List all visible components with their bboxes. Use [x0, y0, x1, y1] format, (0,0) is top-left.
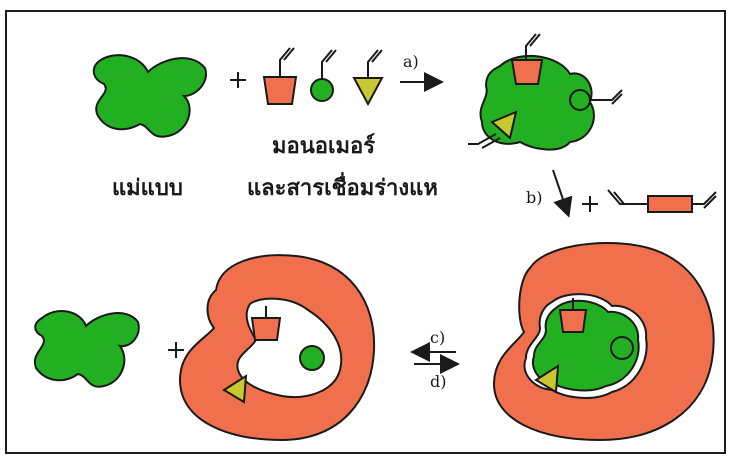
- step-b-label: b): [526, 188, 542, 207]
- plus-sign-linker: [582, 196, 598, 212]
- step-c-label: c): [430, 328, 445, 347]
- polymer-template-complex: [494, 243, 714, 440]
- arrow-b: [553, 170, 568, 214]
- imprinted-polymer: [180, 255, 374, 440]
- circle-monomer: [311, 50, 336, 101]
- template-monomer-complex: [468, 34, 622, 150]
- step-a-label: a): [403, 52, 419, 71]
- monomer-label: มอนอเมอร์: [272, 128, 375, 163]
- plus-sign-top: [230, 72, 246, 88]
- template-shape: [94, 55, 206, 137]
- square-monomer: [264, 48, 296, 104]
- template-label: แม่แบบ: [112, 170, 183, 205]
- triangle-monomer: [354, 50, 382, 104]
- crosslinker-label: และสารเชื่อมร่างแห: [247, 170, 438, 205]
- released-template-shape: [35, 311, 139, 387]
- plus-sign-bottom: [168, 342, 184, 358]
- crosslinker-bar: [608, 190, 716, 212]
- step-d-label: d): [430, 372, 446, 391]
